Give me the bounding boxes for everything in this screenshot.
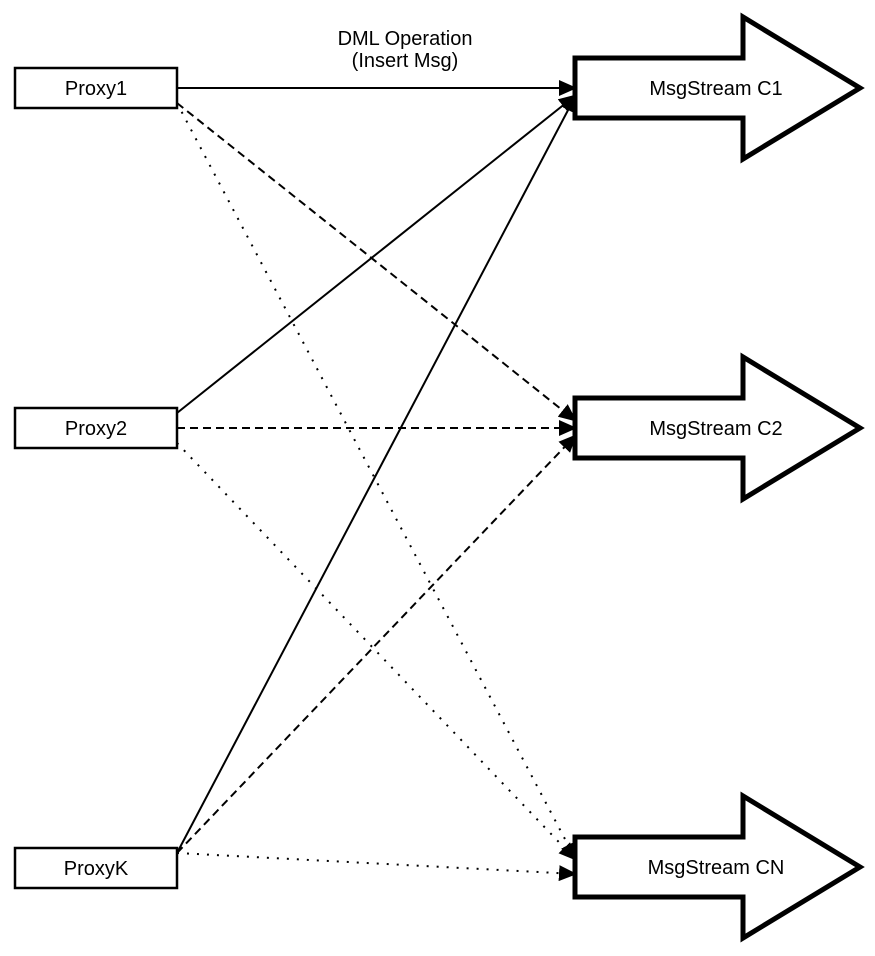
connection-proxyk-c2 <box>176 434 577 854</box>
stream-label-c2: MsgStream C2 <box>649 418 782 440</box>
connection-proxy1-cn <box>176 102 577 861</box>
connections-layer <box>176 80 577 882</box>
stream-label-c1: MsgStream C1 <box>649 78 782 100</box>
stream-arrow-c2 <box>572 352 865 504</box>
connection-proxy2-cn <box>176 442 577 861</box>
stream-label-cn: MsgStream CN <box>648 857 785 879</box>
proxy-label-proxyk: ProxyK <box>64 858 129 880</box>
connection-proxy2-c1 <box>176 94 577 414</box>
proxy-box-proxy2 <box>13 406 179 450</box>
proxy-box-proxyk <box>13 846 179 890</box>
stream-arrow-cn <box>572 791 865 943</box>
stream-arrow-c1 <box>572 12 865 164</box>
connection-proxyk-c1 <box>176 94 577 854</box>
connection-proxyk-cn <box>176 852 577 882</box>
proxy-label-proxy1: Proxy1 <box>65 78 127 100</box>
proxy-label-proxy2: Proxy2 <box>65 418 127 440</box>
proxy-box-proxy1 <box>13 66 179 110</box>
dml-operation-label-line2: (Insert Msg) <box>352 50 459 72</box>
connection-proxy1-c2 <box>176 102 577 422</box>
dml-operation-label-line1: DML Operation <box>338 28 473 50</box>
